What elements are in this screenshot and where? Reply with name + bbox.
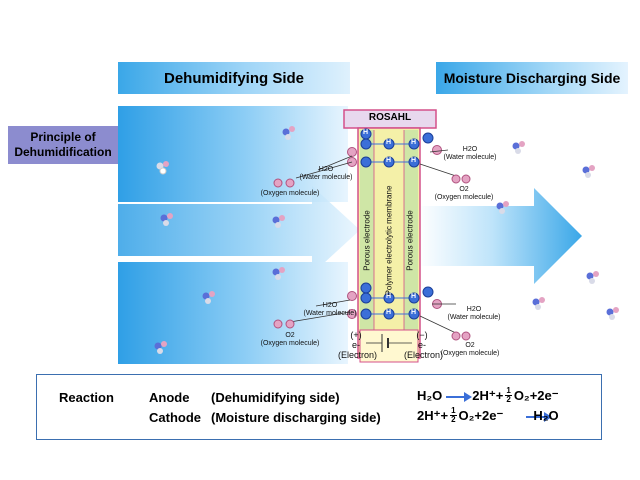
minus-terminal-label: (−) — [416, 330, 428, 340]
anode-terminal: (+) e- (Electron) — [338, 330, 378, 360]
oxygen-molecule-note: O2 (Oxygen molecule) — [430, 342, 510, 358]
cathode-terminal: (−) e- (Electron) — [404, 330, 444, 360]
oxygen-name: (Oxygen molecule) — [440, 350, 500, 357]
ion-label: H — [386, 139, 392, 146]
cathode-label: Cathode — [149, 410, 201, 425]
water-molecule-note: H2O (Water molecule) — [440, 146, 500, 162]
water-name: (Water molecule) — [299, 174, 353, 181]
right-electrode-label: Porous electrode — [405, 210, 415, 271]
ion-label: H — [386, 157, 392, 164]
water-formula: H2O — [318, 166, 334, 173]
reaction-title: Reaction — [59, 390, 114, 405]
oxygen-formula: O2 — [285, 332, 295, 339]
flow-arrow-right — [418, 188, 582, 284]
ion-label: H — [363, 129, 369, 136]
oxygen-name: (Oxygen molecule) — [434, 194, 494, 201]
reaction-panel: Reaction Anode (Dehumidifying side) Cath… — [36, 374, 602, 440]
water-formula: H2O — [322, 302, 338, 309]
anode-side-label: (Dehumidifying side) — [211, 390, 340, 405]
anode-label: Anode — [149, 390, 190, 405]
anode-eq-right-b: O₂+2e⁻ — [513, 387, 559, 403]
water-name: (Water molecule) — [443, 154, 497, 161]
oxygen-molecule-note: (Oxygen molecule) — [250, 190, 330, 198]
water-formula: H2O — [466, 306, 482, 313]
cathode-eq-right: H₂O — [533, 408, 559, 423]
ion-label: H — [386, 293, 392, 300]
anode-eq-right-a: 2H⁺+ — [472, 387, 504, 403]
electron-symbol: e- — [351, 340, 360, 350]
water-name: (Water molecule) — [303, 310, 357, 317]
electron-label: (Electron) — [404, 350, 444, 360]
oxygen-molecule-note: O2 (Oxygen molecule) — [250, 332, 330, 348]
electron-symbol: e- — [417, 340, 426, 350]
principle-label: Principle of Dehumidification — [8, 126, 118, 164]
cathode-eq-left-b: O₂+2e⁻ — [458, 407, 504, 423]
annotation-leaders — [289, 149, 459, 335]
oxygen-name: (Oxygen molecule) — [260, 190, 320, 197]
dehumidifying-side-header: Dehumidifying Side — [118, 62, 350, 94]
oxygen-molecule-note: O2 (Oxygen molecule) — [424, 186, 504, 202]
flow-arrow-left-top — [118, 106, 348, 202]
brand-label: ROSAHL — [368, 112, 412, 123]
membrane-label: Polymer electrolytic membrane — [384, 185, 394, 296]
moisture-discharging-side-header: Moisture Discharging Side — [436, 62, 628, 94]
left-electrode-label: Porous electrode — [362, 210, 372, 271]
water-molecule-note: H2O (Water molecule) — [296, 166, 356, 182]
water-molecules — [154, 126, 619, 354]
reaction-arrow-anode — [446, 392, 472, 402]
proton-flow-top — [347, 128, 442, 168]
oxygen-formula: O2 — [465, 342, 475, 349]
anode-eq-left: H₂O — [417, 388, 443, 403]
ion-label: H — [386, 309, 392, 316]
plus-terminal-label: (+) — [350, 330, 362, 340]
ion-label: H — [411, 139, 417, 146]
reaction-arrow-cathode — [526, 412, 552, 422]
ion-label: H — [411, 157, 417, 164]
ion-label: H — [411, 309, 417, 316]
water-name: (Water molecule) — [447, 314, 501, 321]
oxygen-name: (Oxygen molecule) — [260, 340, 320, 347]
cathode-side-label: (Moisture discharging side) — [211, 410, 381, 425]
oxygen-molecule-icons — [273, 174, 471, 341]
oxygen-formula: O2 — [459, 186, 469, 193]
flow-arrow-left-middle — [118, 186, 360, 274]
water-formula: H2O — [462, 146, 478, 153]
ion-label: H — [411, 293, 417, 300]
water-molecule-note: H2O (Water molecule) — [444, 306, 504, 322]
electron-label: (Electron) — [338, 350, 378, 360]
water-molecule-note: H2O (Water molecule) — [300, 302, 360, 318]
cathode-eq-left-a: 2H⁺+ — [417, 407, 449, 423]
